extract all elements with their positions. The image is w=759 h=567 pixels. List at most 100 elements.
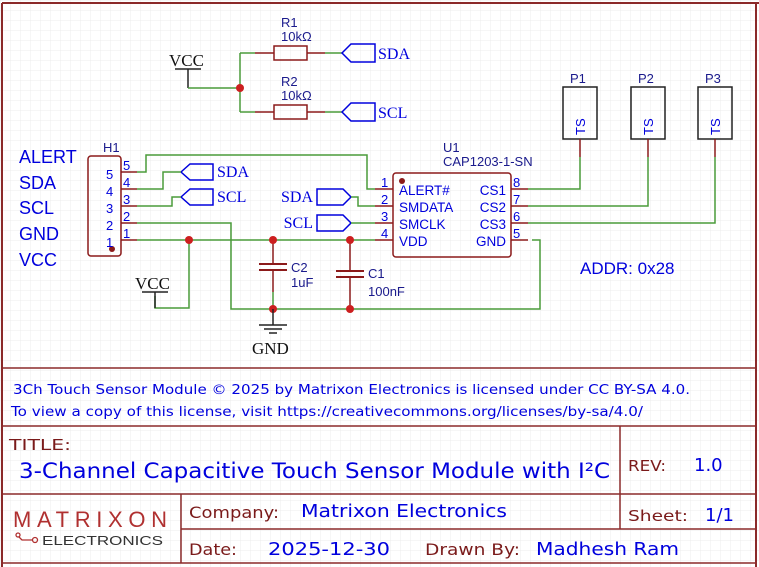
date-label: Date: [189, 540, 237, 559]
wire-alert [137, 154, 375, 190]
r1-value: 10kΩ [281, 29, 312, 44]
resistor-r2[interactable]: R2 10kΩ [255, 74, 325, 120]
header-h1[interactable]: ALERT SDA SCL GND VCC H1 5 4 3 2 1 5 4 3… [19, 140, 137, 270]
h1-side-label-alert: ALERT [19, 147, 77, 167]
u1-pin-num-8: 8 [513, 175, 520, 190]
h1-ref: H1 [103, 140, 120, 155]
u1-pin-name-smclk: SMCLK [399, 217, 446, 232]
p3-ref: P3 [705, 71, 721, 86]
date-value: 2025-12-30 [268, 539, 390, 560]
wire-scl-header [137, 196, 181, 207]
vcc-symbol-bottom: VCC [135, 274, 170, 308]
wire-gnd-header [137, 222, 541, 310]
c1-value: 100nF [368, 284, 405, 299]
circuit-trace-icon [15, 532, 39, 544]
h1-side-label-gnd: GND [19, 224, 59, 244]
net-flag-sda-header-label: SDA [217, 164, 249, 181]
net-flag-scl-pullup-label: SCL [378, 105, 407, 122]
u1-pin-name-cs3: CS3 [480, 217, 506, 232]
capacitor-c1[interactable]: C1 100nF [336, 240, 405, 309]
c1-ref: C1 [368, 266, 385, 281]
title-label: TITLE: [8, 436, 71, 454]
h1-inner-pin-5: 5 [106, 167, 113, 182]
h1-inner-pin-4: 4 [106, 184, 113, 199]
r2-value: 10kΩ [281, 88, 312, 103]
wire-cs3 [528, 157, 716, 224]
touch-pad-p1[interactable]: P1 TS [562, 71, 598, 157]
r1-ref: R1 [281, 15, 298, 30]
h1-outer-pin-3: 3 [123, 192, 130, 207]
sheet-label: Sheet: [628, 507, 688, 525]
resistor-r1[interactable]: R1 10kΩ [255, 15, 325, 61]
net-flag-sda-ic-label: SDA [281, 189, 313, 206]
drawn-by-value: Madhesh Ram [536, 539, 679, 560]
logo-sub-text: ELECTRONICS [42, 533, 163, 548]
c2-value: 1uF [291, 275, 313, 290]
h1-inner-pin-1: 1 [106, 235, 113, 250]
junction-dot [346, 236, 354, 244]
license-line-2: To view a copy of this license, visit ht… [10, 405, 644, 420]
logo-main-text: MATRIXON [13, 507, 168, 532]
u1-body [392, 172, 512, 258]
h1-inner-pin-2: 2 [106, 218, 113, 233]
touch-pad-p2[interactable]: P2 TS [630, 71, 666, 157]
p1-label: TS [573, 118, 588, 135]
sheet-value: 1/1 [705, 505, 734, 526]
u1-part: CAP1203-1-SN [443, 154, 533, 169]
vcc-label-bottom: VCC [135, 274, 170, 293]
vcc-label-top: VCC [169, 51, 204, 70]
company-value: Matrixon Electronics [301, 501, 507, 522]
touch-pad-p3[interactable]: P3 TS [697, 71, 733, 157]
u1-pin-name-vdd: VDD [399, 234, 428, 249]
u1-pin-name-gnd: GND [476, 234, 506, 249]
h1-outer-pin-1: 1 [123, 226, 130, 241]
junction-dot [185, 236, 193, 244]
h1-side-label-sda: SDA [19, 173, 56, 193]
u1-pin-num-3: 3 [381, 209, 388, 224]
document-title: 3-Channel Capacitive Touch Sensor Module… [19, 459, 610, 483]
drawn-by-label: Drawn By: [425, 540, 520, 559]
gnd-label: GND [252, 339, 289, 358]
wire-cs2 [528, 157, 649, 207]
r2-ref: R2 [281, 74, 298, 89]
u1-pin-num-7: 7 [513, 192, 520, 207]
wire-sda-header [137, 171, 181, 190]
title-block: TITLE: 3-Channel Capacitive Touch Sensor… [8, 436, 734, 560]
u1-pin1-marker [399, 178, 405, 184]
u1-pin-num-4: 4 [381, 226, 388, 241]
net-flag-sda-header[interactable]: SDA [179, 163, 249, 181]
u1-pin-name-smdata: SMDATA [399, 200, 453, 215]
h1-outer-pin-5: 5 [123, 158, 130, 173]
pullup-section: VCC R1 10kΩ R2 10kΩ SDA [169, 15, 410, 122]
h1-side-label-vcc: VCC [19, 250, 57, 270]
address-note: ADDR: 0x28 [580, 259, 674, 278]
p1-ref: P1 [570, 71, 586, 86]
wire-sda-ic [351, 196, 375, 207]
u1-pin-num-2: 2 [381, 192, 388, 207]
ic-u1[interactable]: U1 CAP1203-1-SN 1 2 3 4 ALERT# SMDATA SM… [375, 140, 533, 258]
p3-label: TS [708, 118, 723, 135]
u1-pin-name-cs1: CS1 [480, 183, 506, 198]
net-flag-scl-pullup[interactable]: SCL [340, 102, 407, 122]
gnd-symbol: GND [252, 309, 289, 358]
h1-inner-pin-3: 3 [106, 201, 113, 216]
net-flag-sda-ic[interactable]: SDA [281, 188, 353, 206]
u1-pin-num-5: 5 [513, 226, 520, 241]
net-flag-scl-ic[interactable]: SCL [284, 214, 353, 232]
net-flag-scl-header[interactable]: SCL [179, 188, 246, 206]
vcc-symbol-top: VCC [169, 51, 204, 88]
junction-dot [269, 236, 277, 244]
net-flag-scl-header-label: SCL [217, 189, 246, 206]
rev-label: REV: [628, 457, 666, 475]
p2-label: TS [641, 118, 656, 135]
u1-pin-num-6: 6 [513, 209, 520, 224]
net-flag-sda-pullup[interactable]: SDA [340, 43, 410, 63]
h1-outer-pin-2: 2 [123, 209, 130, 224]
junction-dot [346, 305, 354, 313]
h1-pin1-marker [109, 246, 115, 252]
net-flag-scl-ic-label: SCL [284, 215, 313, 232]
company-label: Company: [189, 503, 279, 522]
